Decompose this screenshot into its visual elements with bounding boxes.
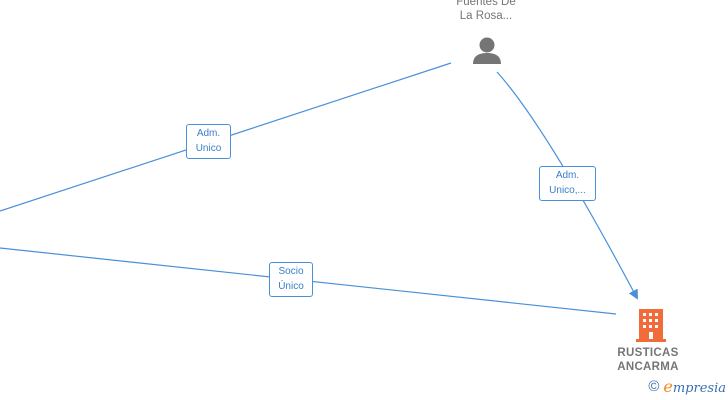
edge-label-adm-unico-right[interactable]: Adm. Unico,... (539, 166, 596, 201)
company-name[interactable]: RUSTICAS ANCARMA (600, 346, 696, 372)
copyright-icon: © (648, 378, 660, 395)
person-name-line1: Fuentes De (456, 0, 516, 8)
person-name-line2: La Rosa... (459, 10, 513, 22)
empresia-logo: empresia (663, 377, 726, 396)
edge-label-socio-unico[interactable]: Socio Único (269, 262, 313, 297)
brand-watermark: © empresia (648, 377, 726, 396)
edge-label-line2: Único (278, 281, 304, 292)
edge-label-line2: Unico (195, 143, 222, 154)
edge-label-adm-unico-left[interactable]: Adm. Unico (186, 124, 231, 159)
person-name[interactable]: Fuentes De La Rosa... (440, 0, 532, 23)
company-name-line1: RUSTICAS (617, 347, 679, 359)
edge-adm-unico-right (496, 71, 638, 300)
company-name-line2: ANCARMA (617, 361, 679, 372)
person-icon[interactable] (473, 37, 501, 65)
edge-label-line1: Adm. (555, 170, 580, 181)
building-icon[interactable] (636, 309, 666, 342)
edge-label-line2: Unico,... (549, 185, 586, 196)
edge-label-line1: Socio (278, 266, 304, 277)
edge-label-line1: Adm. (196, 128, 221, 139)
